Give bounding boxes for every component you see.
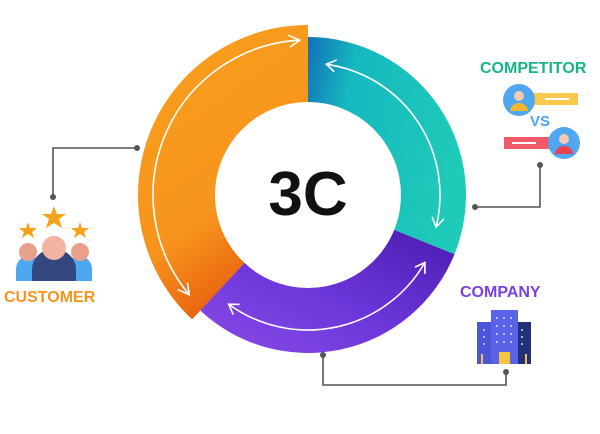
company-arrow [227,261,426,331]
competitor-arrow [324,59,445,229]
company-connector [322,355,507,386]
customer-icon [16,206,92,281]
competitor-icon [503,84,580,159]
company-icon [477,310,531,364]
vs-label: VS [530,113,551,130]
competitor-segment [308,37,466,255]
competitor-connector [475,165,541,208]
customer-segment [138,25,308,320]
customer-arrow [152,34,302,296]
competitor-label: COMPETITOR [480,60,587,77]
company-label: COMPANY [460,284,541,301]
center-label: 3C [268,160,348,229]
customer-label: CUSTOMER [4,289,96,306]
customer-connector [52,147,137,197]
center-circle [215,102,401,288]
